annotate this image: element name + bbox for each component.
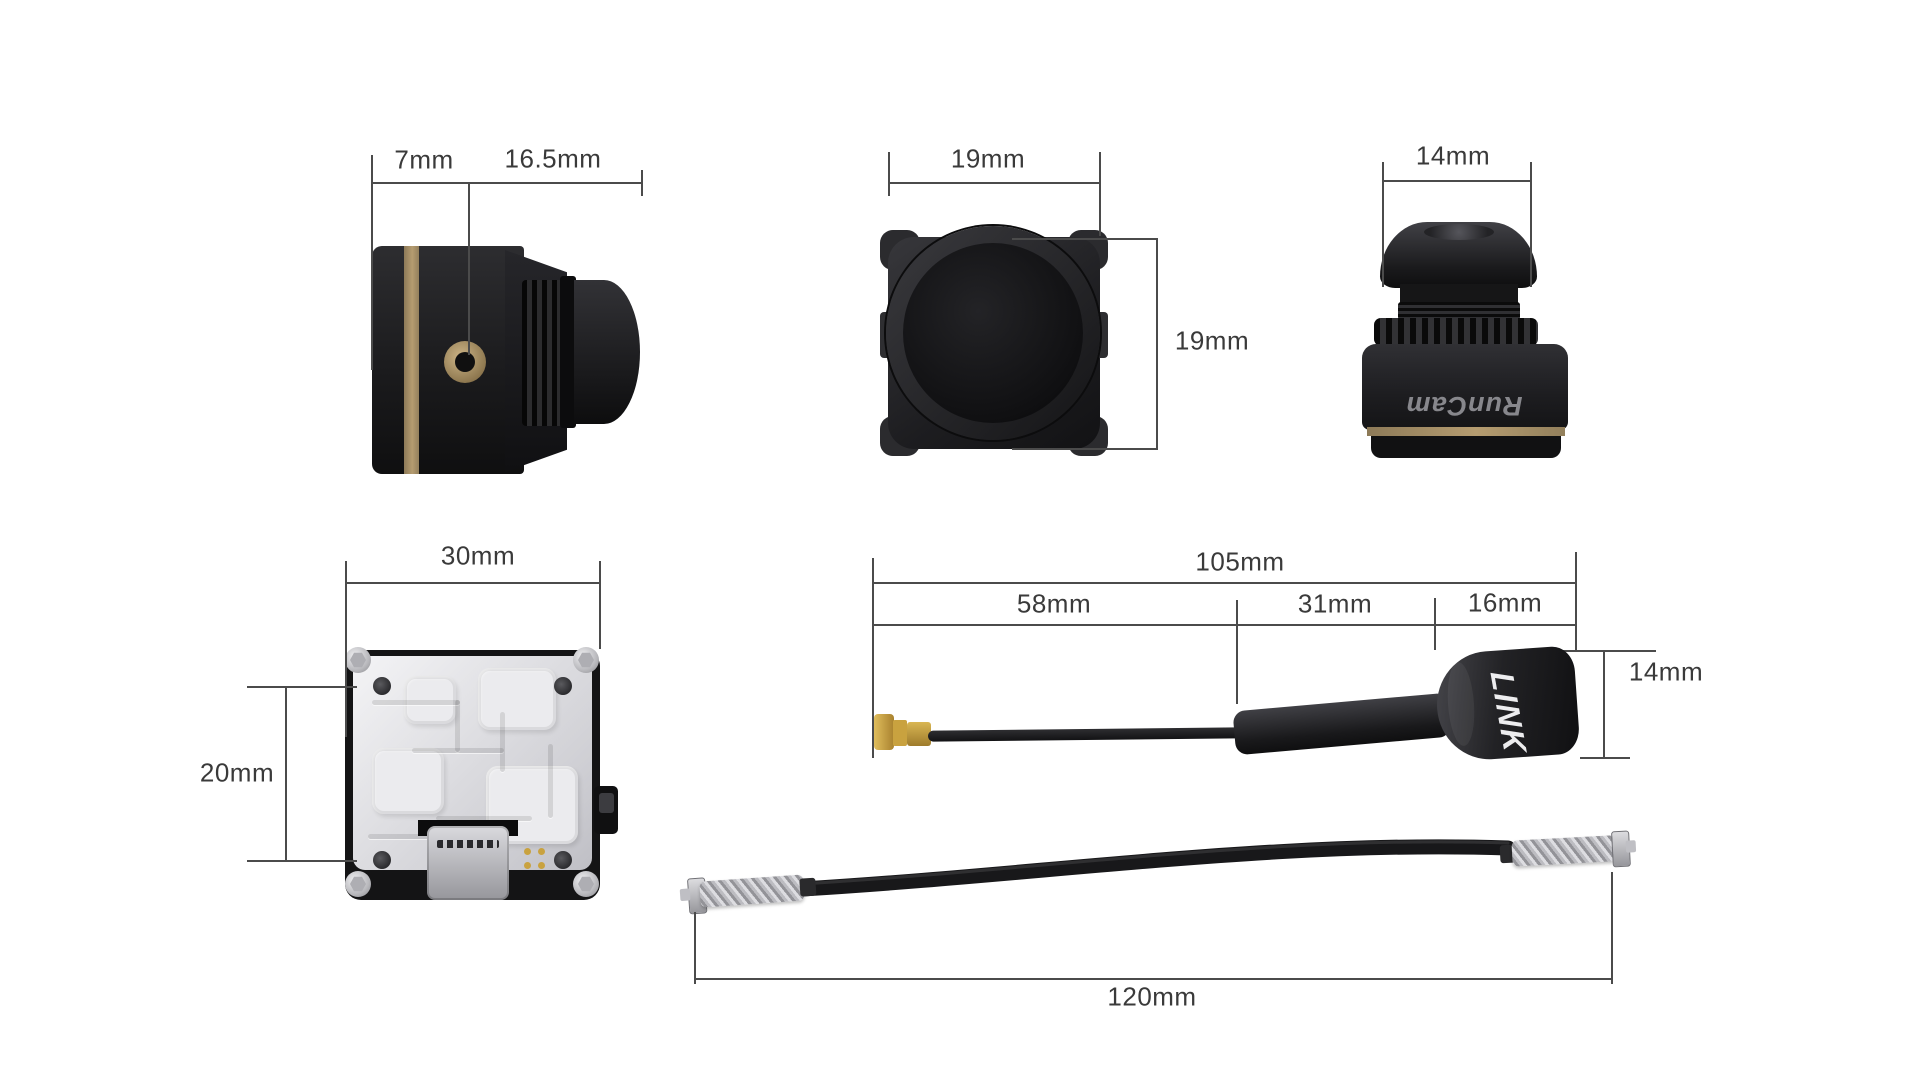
heatsink-plateau bbox=[404, 676, 456, 724]
heatsink-groove bbox=[455, 700, 460, 752]
dim-tick bbox=[1434, 598, 1436, 650]
dim-label-board-width: 30mm bbox=[440, 540, 516, 571]
connector-pin bbox=[679, 888, 691, 902]
dim-ext-line bbox=[1560, 650, 1656, 652]
vtx-screw bbox=[345, 647, 371, 673]
ufl-connector bbox=[874, 714, 894, 750]
camera-side-lock-ring bbox=[560, 276, 576, 428]
camera-front-lens bbox=[903, 243, 1083, 423]
dim-line bbox=[1156, 238, 1158, 450]
heatsink-groove bbox=[372, 700, 460, 705]
heatsink-groove bbox=[548, 744, 553, 818]
dim-ext-line bbox=[1382, 162, 1384, 287]
dim-ext-line bbox=[694, 912, 696, 984]
camera-top-base bbox=[1371, 436, 1561, 458]
wire-braid bbox=[1511, 835, 1617, 867]
dim-ext-line bbox=[599, 561, 601, 649]
heatsink-groove bbox=[500, 712, 505, 772]
wire-braid bbox=[699, 874, 805, 908]
camera-top-lens-neck bbox=[1400, 284, 1518, 306]
dim-line bbox=[1603, 650, 1605, 758]
ufl-connector-crimp bbox=[907, 722, 931, 746]
ufl-connector-body bbox=[893, 720, 907, 746]
vtx-screw bbox=[573, 647, 599, 673]
camera-top-threads bbox=[1398, 302, 1520, 320]
dim-ext-line bbox=[1530, 162, 1532, 287]
dim-ext-line bbox=[345, 561, 347, 737]
dim-ext-line bbox=[371, 155, 373, 370]
dim-line bbox=[285, 686, 287, 862]
camera-top-lens-glass bbox=[1424, 224, 1494, 240]
heatsink-plateau bbox=[478, 668, 556, 730]
dim-label-camera-back: 7mm bbox=[394, 144, 454, 175]
antenna-tube bbox=[1232, 692, 1452, 756]
dim-ext-line bbox=[1012, 448, 1158, 450]
hex-socket bbox=[350, 652, 366, 668]
vtx-mount-hole bbox=[554, 677, 572, 695]
hex-socket bbox=[578, 652, 594, 668]
dim-label-cable-length: 120mm bbox=[1107, 981, 1197, 1012]
dim-line bbox=[888, 182, 1101, 184]
camera-top-body bbox=[1362, 344, 1568, 430]
camera-top-brand-logo: RunCam bbox=[1405, 391, 1523, 421]
dim-tick bbox=[1236, 600, 1238, 704]
dim-label-camera-height: 19mm bbox=[1174, 325, 1250, 356]
vtx-mount-hole bbox=[373, 677, 391, 695]
dim-ext-line bbox=[1611, 872, 1613, 984]
dim-ext-line bbox=[872, 558, 874, 758]
cable-ferrule bbox=[799, 877, 817, 897]
dim-label-lens-diameter: 14mm bbox=[1415, 140, 1491, 171]
dim-line bbox=[345, 582, 601, 584]
dim-ext-line bbox=[247, 860, 357, 862]
cable-right-connector bbox=[1497, 823, 1637, 880]
dim-tick bbox=[468, 182, 470, 355]
heatsink-groove bbox=[412, 748, 504, 753]
vtx-mount-hole bbox=[554, 851, 572, 869]
camera-side-gold-stripe bbox=[404, 246, 419, 474]
dim-ext-line bbox=[1099, 152, 1101, 236]
vtx-solder-pad bbox=[538, 862, 545, 869]
dim-line-total bbox=[872, 582, 1577, 584]
camera-top-knurled-ring bbox=[1374, 318, 1538, 346]
dim-label-antenna-total: 105mm bbox=[1195, 546, 1285, 577]
camera-top-gold-stripe bbox=[1367, 427, 1565, 436]
camera-side-lens bbox=[574, 280, 640, 424]
dim-ext-line bbox=[1580, 757, 1630, 759]
hex-socket bbox=[578, 876, 594, 892]
cable-left-connector bbox=[679, 862, 819, 921]
dim-ext-line bbox=[247, 686, 357, 688]
vtx-mount-hole bbox=[373, 851, 391, 869]
vtx-solder-pad bbox=[538, 848, 545, 855]
heatsink-plateau bbox=[372, 748, 444, 814]
vtx-screw bbox=[573, 871, 599, 897]
hex-socket bbox=[350, 876, 366, 892]
dim-line bbox=[1382, 180, 1532, 182]
vtx-side-switch-knob bbox=[599, 793, 614, 813]
camera-side-screw-hole-bore bbox=[455, 352, 475, 372]
vtx-screw bbox=[345, 871, 371, 897]
dim-label-antenna-pigtail: 58mm bbox=[1016, 588, 1092, 619]
usb-c-port bbox=[427, 826, 509, 900]
dim-label-antenna-head: 16mm bbox=[1467, 587, 1543, 618]
usb-c-pins bbox=[437, 840, 499, 848]
heatsink-groove bbox=[436, 816, 532, 821]
vtx-solder-pad bbox=[524, 862, 531, 869]
dim-label-antenna-head-diameter: 14mm bbox=[1628, 656, 1704, 687]
dim-line bbox=[371, 182, 642, 184]
dim-label-camera-front: 16.5mm bbox=[504, 143, 602, 174]
dim-label-board-height: 20mm bbox=[199, 757, 275, 788]
dim-line bbox=[694, 978, 1613, 980]
connector-pin bbox=[1625, 840, 1637, 853]
dim-tick bbox=[641, 170, 643, 196]
dim-label-camera-width: 19mm bbox=[950, 143, 1026, 174]
dim-line-segments bbox=[872, 624, 1577, 626]
heatsink-groove bbox=[368, 834, 438, 839]
dim-ext-line bbox=[1012, 238, 1158, 240]
antenna-pigtail-cable bbox=[927, 727, 1243, 742]
dim-ext-line bbox=[1575, 552, 1577, 650]
vtx-solder-pad bbox=[524, 848, 531, 855]
dim-label-antenna-tube: 31mm bbox=[1297, 588, 1373, 619]
dim-ext-line bbox=[888, 152, 890, 196]
